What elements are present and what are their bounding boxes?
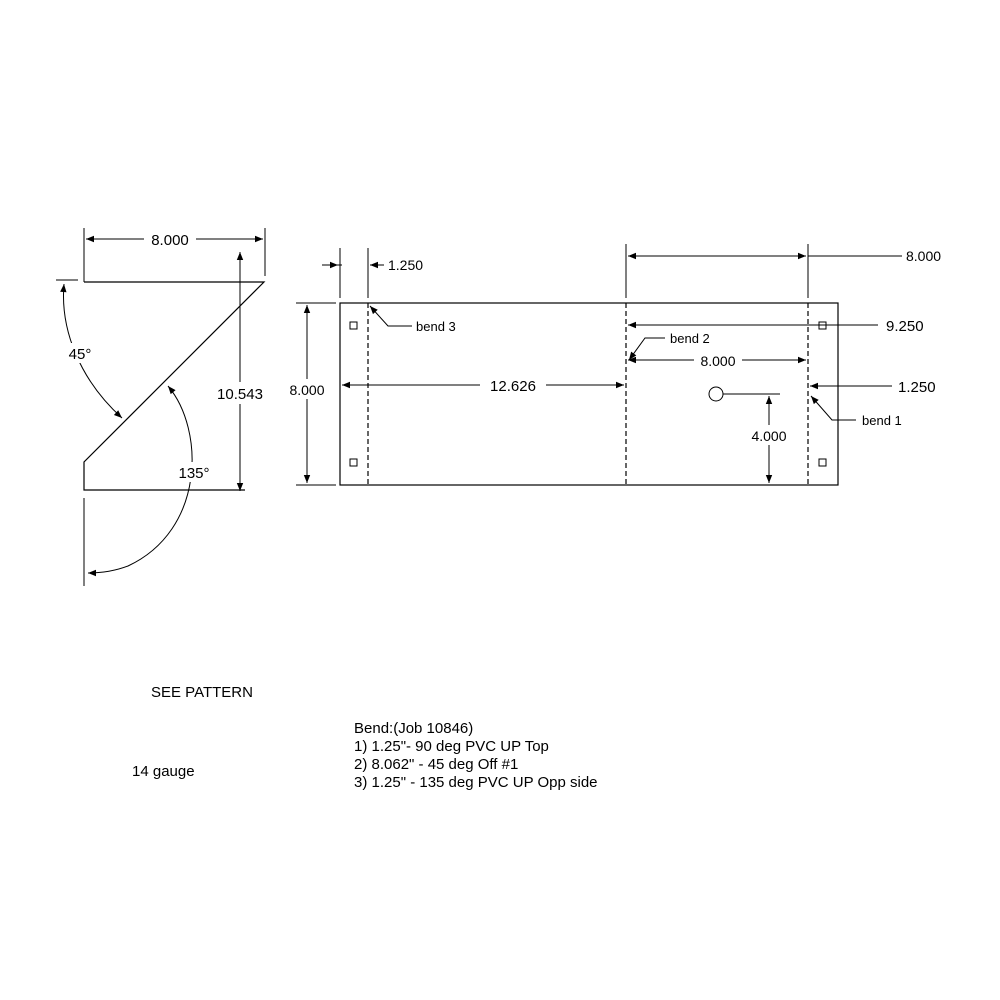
bend-note-line: 2) 8.062" - 45 deg Off #1 (354, 756, 519, 773)
square-hole (349, 321, 358, 330)
bend2-to-bend1-dim: 8.000 (700, 353, 735, 369)
bend-1-label: bend 1 (862, 413, 902, 428)
right-span-dim: 8.000 (906, 248, 941, 264)
side-view: 8.000 10.543 45° 135° (56, 228, 268, 586)
angle-45-label: 45° (69, 346, 92, 363)
side-width-dim: 8.000 (151, 232, 189, 249)
length-to-bend2-dim: 12.626 (490, 378, 536, 395)
bend-2-label: bend 2 (670, 331, 710, 346)
right-flange-dim: 1.250 (898, 379, 936, 396)
bend-note-line: 3) 1.25" - 135 deg PVC UP Opp side (354, 774, 598, 791)
hole-height-dim: 4.000 (751, 428, 786, 444)
side-height-dim: 10.543 (217, 386, 263, 403)
bend2-to-end-dim: 9.250 (886, 318, 924, 335)
bend-note-line: 1) 1.25"- 90 deg PVC UP Top (354, 738, 549, 755)
round-hole (708, 386, 724, 402)
bend-notes-title: Bend:(Job 10846) (354, 720, 474, 737)
square-hole (818, 458, 827, 467)
square-hole (349, 458, 358, 467)
bend-3-label: bend 3 (416, 319, 456, 334)
flat-pattern: 1.250 8.000 9.250 8.000 1.250 12.626 8.0… (284, 244, 941, 486)
flat-outline (339, 302, 839, 486)
flat-height-dim: 8.000 (289, 382, 324, 398)
gauge-note: 14 gauge (132, 763, 195, 780)
angle-135-label: 135° (178, 465, 209, 482)
angle-135-arc (87, 385, 193, 577)
bend-notes: Bend:(Job 10846) 1) 1.25"- 90 deg PVC UP… (354, 720, 598, 792)
see-pattern-note: SEE PATTERN (151, 684, 253, 701)
left-flange-dim: 1.250 (388, 257, 423, 273)
